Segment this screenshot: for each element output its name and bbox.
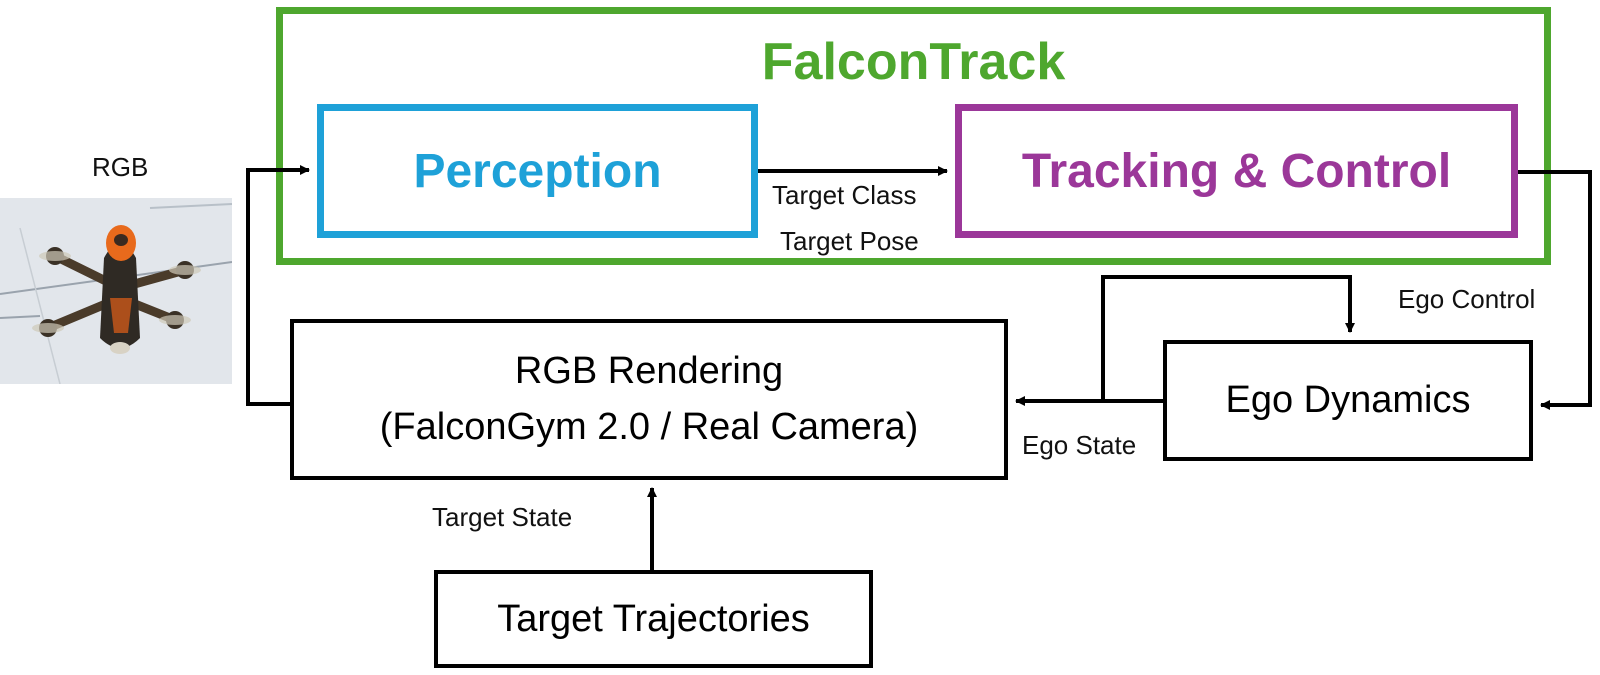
orange-quadrotor-drone-photo [0,198,232,384]
target-pose-label: Target Pose [780,226,919,256]
ego-dynamics-label: Ego Dynamics [1225,379,1471,421]
falcontrack-frame [276,7,1551,265]
rgb-rendering-block: RGB Rendering (FalconGym 2.0 / Real Came… [290,319,1008,480]
ego-control-arrow [1518,170,1592,410]
rgb-arrow [246,165,310,406]
tracking-control-label: Tracking & Control [1021,144,1452,198]
rgb-label: RGB [92,152,149,182]
target-class-label: Target Class [772,180,917,210]
target-trajectories-block: Target Trajectories [434,570,873,668]
ego-state-label: Ego State [1022,430,1137,460]
tracking-control-block: Tracking & Control [955,104,1518,238]
ego-control-label: Ego Control [1398,284,1536,314]
rgb-rendering-label: RGB Rendering [514,350,784,393]
perception-block: Perception [317,104,758,238]
falcontrack-title: FalconTrack [761,33,1066,91]
perception-label: Perception [413,144,662,198]
rgb-rendering-sublabel: (FalconGym 2.0 / Real Camera) [379,405,919,448]
target-state-label: Target State [432,502,573,532]
ego-feedback-arrow [1101,275,1355,401]
ego-dynamics-block: Ego Dynamics [1163,340,1533,461]
target-trajectories-label: Target Trajectories [497,597,810,640]
